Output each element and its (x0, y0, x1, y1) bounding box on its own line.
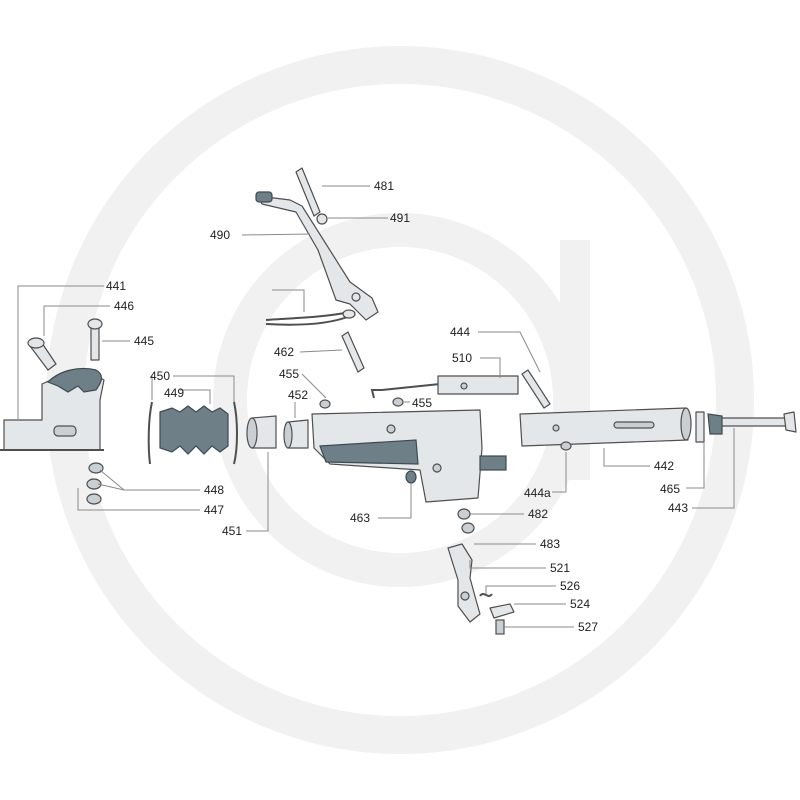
label-444a: 444a (524, 486, 551, 500)
label-465: 465 (660, 482, 680, 496)
label-482: 482 (528, 507, 548, 521)
clip-450-left[interactable] (147, 401, 153, 465)
bolt-445[interactable] (87, 318, 103, 361)
pin-463[interactable] (405, 470, 417, 484)
label-462: 462 (274, 345, 294, 359)
bushing-451[interactable] (246, 415, 277, 449)
label-452: 452 (288, 388, 308, 402)
hand-brake-lever-490[interactable] (255, 191, 379, 321)
label-445: 445 (134, 334, 154, 348)
label-527: 527 (578, 620, 598, 634)
leader-lines (17, 185, 735, 628)
nut-448[interactable] (86, 462, 104, 490)
pin-462[interactable] (341, 331, 365, 373)
label-446: 446 (114, 299, 134, 313)
coupling-head-441[interactable] (0, 367, 105, 451)
washer-482[interactable] (457, 508, 471, 520)
washer-491[interactable] (316, 213, 328, 225)
label-524: 524 (570, 597, 590, 611)
label-491: 491 (390, 211, 410, 225)
washer-455-a[interactable] (319, 399, 331, 409)
label-510: 510 (452, 351, 472, 365)
ring-465[interactable] (695, 411, 705, 443)
part-labels: 441 446 445 450 449 448 447 451 452 455 … (106, 179, 688, 634)
drawbar-housing[interactable] (311, 409, 507, 503)
bushing-452[interactable] (283, 419, 309, 449)
brake-cable[interactable] (265, 309, 356, 326)
label-450: 450 (150, 369, 170, 383)
label-455-a: 455 (279, 367, 299, 381)
label-448: 448 (204, 483, 224, 497)
label-490: 490 (210, 228, 230, 242)
label-441: 441 (106, 279, 126, 293)
label-451: 451 (222, 524, 242, 538)
label-444: 444 (450, 325, 470, 339)
pin-444[interactable] (521, 369, 551, 409)
label-526: 526 (560, 579, 580, 593)
label-521: 521 (550, 561, 570, 575)
label-443: 443 (668, 501, 688, 515)
washer-444a[interactable] (560, 441, 572, 451)
label-481: 481 (374, 179, 394, 193)
label-463: 463 (350, 511, 370, 525)
bolt-446[interactable] (27, 337, 57, 371)
pin-481[interactable] (295, 167, 321, 217)
bolt-443[interactable] (707, 411, 797, 435)
catch-524[interactable] (489, 603, 515, 619)
label-449: 449 (164, 386, 184, 400)
clip-450-right[interactable] (233, 401, 238, 465)
label-442: 442 (654, 459, 674, 473)
drawbar-tube-442[interactable] (519, 407, 692, 447)
spring-526[interactable] (479, 593, 493, 597)
washer-483[interactable] (461, 522, 475, 534)
screw-527[interactable] (495, 619, 505, 635)
bellows-449[interactable] (159, 405, 229, 455)
label-483: 483 (540, 537, 560, 551)
rod-510[interactable] (370, 375, 519, 399)
nut-447[interactable] (86, 493, 102, 505)
lever-521[interactable] (447, 543, 481, 623)
washer-455-b[interactable] (392, 397, 404, 407)
label-447: 447 (204, 503, 224, 517)
label-455-b: 455 (412, 396, 432, 410)
